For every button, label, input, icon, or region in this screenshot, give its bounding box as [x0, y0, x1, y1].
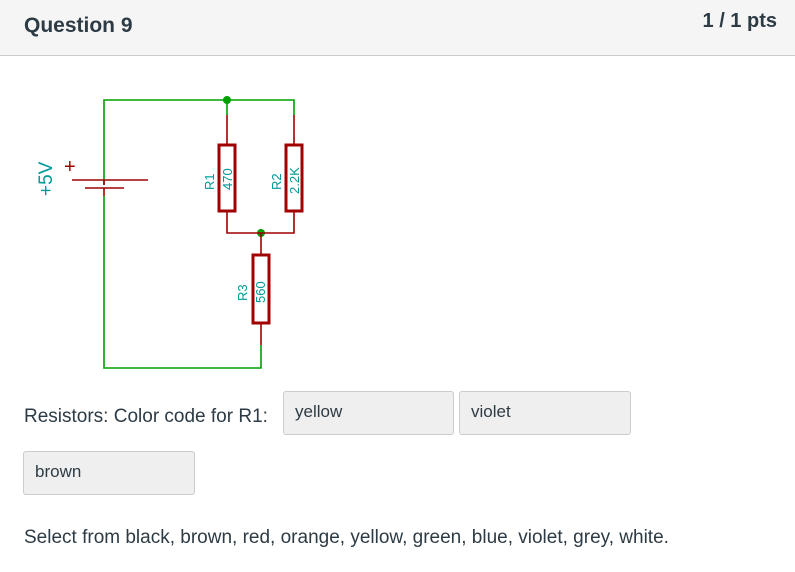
r3-name: R3 [235, 284, 250, 301]
plus-sign: + [64, 156, 76, 178]
answer-band-3[interactable]: brown [23, 451, 195, 495]
question-points: 1 / 1 pts [702, 10, 777, 32]
r3-value: 560 [253, 281, 268, 303]
wire-top [103, 99, 295, 185]
source-label: +5V [36, 161, 57, 196]
answer-band-2[interactable]: violet [459, 391, 631, 435]
answer-band-1[interactable]: yellow [283, 391, 454, 435]
resistor-r2 [284, 143, 304, 213]
junction-top [223, 96, 231, 104]
r2-name: R2 [269, 173, 284, 190]
r1-name: R1 [202, 173, 217, 190]
r1-value: 470 [220, 168, 235, 190]
answer-hint: Select from black, brown, red, orange, y… [24, 527, 669, 548]
circuit-diagram: + +5V R1 470 R2 2.2K R3 560 [36, 96, 304, 369]
r2-value: 2.2K [287, 167, 302, 194]
question-title: Question 9 [24, 14, 133, 37]
wire-bottom [103, 196, 262, 369]
question-header: Question 9 1 / 1 pts [0, 0, 795, 56]
question-prompt: Resistors: Color code for R1: [24, 406, 268, 427]
